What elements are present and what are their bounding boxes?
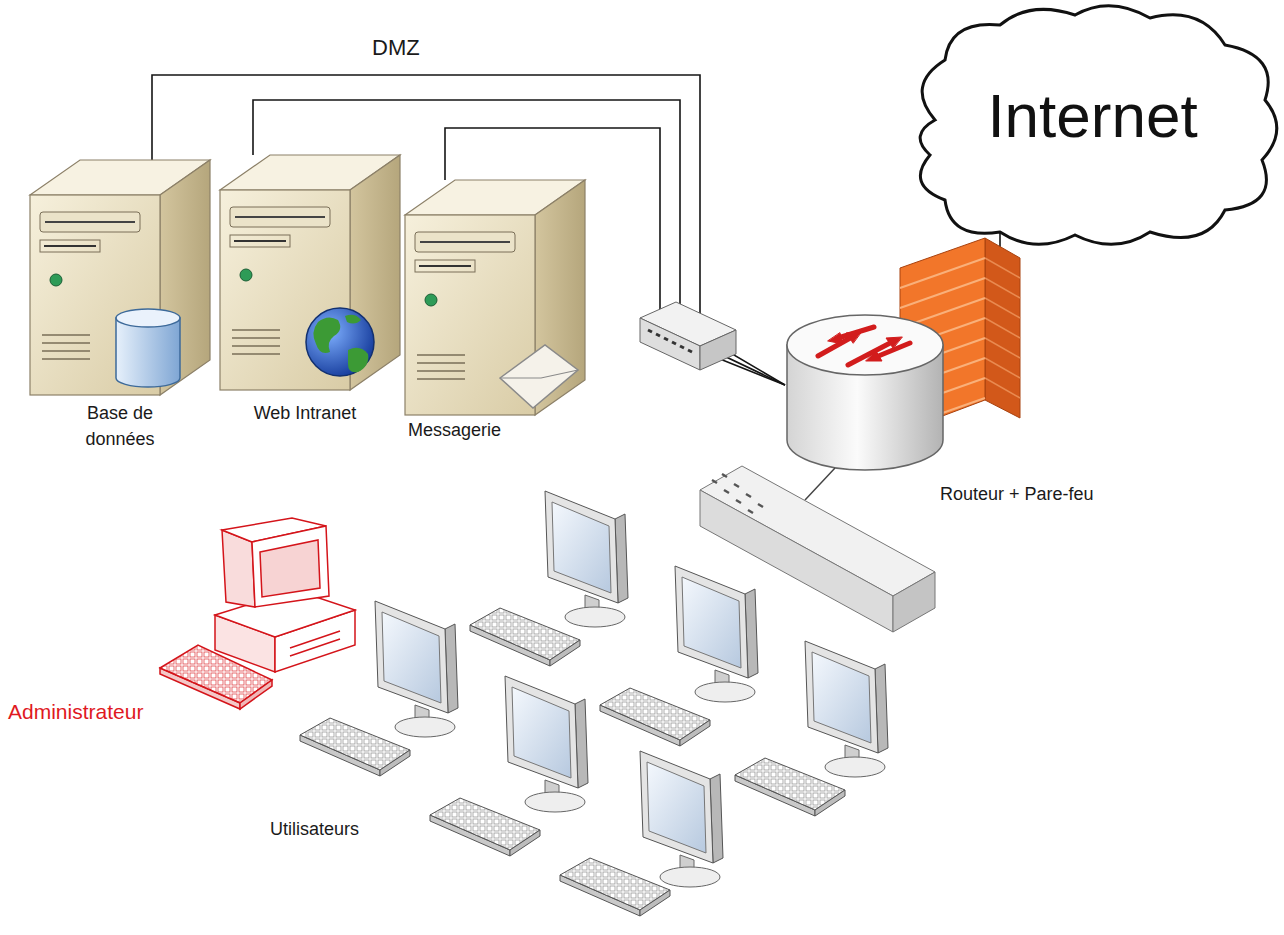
globe-icon bbox=[306, 308, 374, 376]
router-icon-part-part bbox=[828, 333, 843, 344]
server-label: Base de données bbox=[60, 400, 180, 452]
envelope-icon-part bbox=[500, 370, 578, 378]
user-monitor bbox=[640, 751, 723, 887]
user-keyboard bbox=[560, 858, 670, 916]
database-icon-part bbox=[116, 309, 180, 327]
user-monitor bbox=[805, 641, 888, 777]
database-icon-part bbox=[116, 318, 180, 387]
dmz-switch-part bbox=[640, 318, 700, 370]
admin-keyboard bbox=[160, 645, 272, 709]
router-icon bbox=[787, 315, 943, 470]
admin-computer-part bbox=[252, 526, 329, 607]
admin-computer bbox=[215, 518, 355, 672]
user-monitor bbox=[545, 491, 628, 627]
server-node: Base de données bbox=[30, 160, 215, 460]
router-icon-part-part bbox=[876, 343, 910, 357]
user-keyboard bbox=[470, 608, 580, 666]
admin-label: Administrateur bbox=[8, 697, 143, 727]
lan-cable bbox=[805, 468, 835, 500]
firewall-wall-part bbox=[985, 238, 1020, 418]
admin-computer-part bbox=[290, 631, 340, 656]
firewall-wall-part bbox=[985, 258, 1020, 398]
user-keyboard bbox=[300, 718, 410, 776]
admin-keyboard-part bbox=[240, 680, 272, 709]
dmz-switch-part bbox=[648, 330, 692, 352]
server-tower bbox=[405, 180, 585, 415]
cloud-node: Internet bbox=[905, 5, 1284, 233]
globe-icon-part bbox=[348, 348, 368, 373]
user-monitor bbox=[505, 676, 588, 812]
users-label: Utilisateurs bbox=[270, 816, 359, 842]
router-icon-part bbox=[818, 327, 910, 365]
server-label: Messagerie bbox=[408, 417, 548, 443]
server-tower bbox=[220, 155, 400, 390]
server-label: Web Intranet bbox=[245, 400, 365, 426]
globe-icon-part bbox=[306, 308, 374, 376]
database-icon bbox=[116, 309, 180, 387]
server-node: Web Intranet bbox=[220, 155, 405, 460]
cloud-label: Internet bbox=[905, 85, 1280, 147]
globe-icon-part bbox=[345, 315, 361, 324]
server-node: Messagerie bbox=[405, 180, 590, 450]
router-label: Routeur + Pare-feu bbox=[940, 481, 1094, 507]
envelope-icon-part bbox=[500, 345, 578, 408]
user-monitor bbox=[675, 566, 758, 702]
lan-switch-part bbox=[893, 572, 935, 632]
lan-switch-part bbox=[712, 474, 763, 513]
router-icon-part-part bbox=[866, 351, 882, 361]
dmz-switch-part bbox=[700, 330, 736, 370]
admin-computer-part bbox=[260, 540, 320, 597]
user-keyboard bbox=[600, 688, 710, 746]
server-tower bbox=[30, 160, 210, 395]
router-icon-part-part bbox=[838, 327, 874, 338]
user-keyboard bbox=[735, 758, 845, 816]
globe-icon-part bbox=[313, 317, 340, 353]
user-monitor bbox=[375, 601, 458, 737]
envelope-icon bbox=[500, 345, 578, 408]
user-keyboard bbox=[430, 798, 540, 856]
zone-label: DMZ bbox=[372, 32, 420, 64]
router-node: Routeur + Pare-feu bbox=[785, 315, 1175, 515]
dmz-switch bbox=[640, 302, 736, 370]
router-icon-part bbox=[787, 315, 943, 375]
